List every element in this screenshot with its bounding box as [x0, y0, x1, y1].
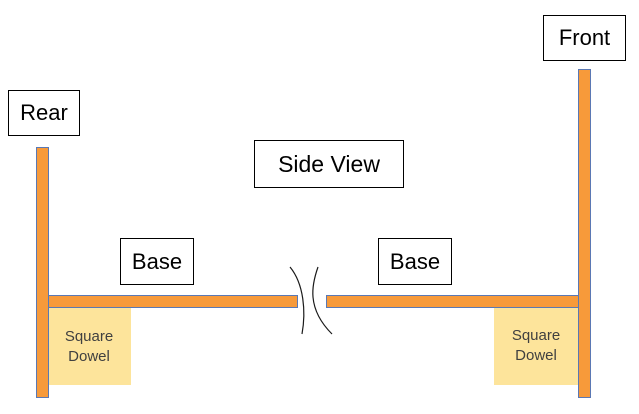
break-symbol: [289, 266, 333, 335]
square-dowel-rear-line1: Square: [64, 327, 114, 345]
front-post: [578, 69, 591, 398]
base-label-right: Base: [378, 238, 452, 285]
base-board-right: [326, 295, 579, 308]
front-label-text: Front: [558, 25, 611, 50]
square-dowel-front: Square Dowel: [494, 306, 578, 385]
break-curve-right: [312, 266, 333, 335]
base-label-left-text: Base: [131, 248, 183, 274]
diagram-title: Side View: [254, 140, 404, 188]
rear-label-text: Rear: [20, 100, 68, 125]
break-curve-left: [289, 266, 305, 335]
square-dowel-rear: Square Dowel: [47, 308, 131, 385]
square-dowel-front-line1: Square: [511, 326, 561, 344]
rear-label: Rear: [8, 90, 80, 136]
base-board-left: [48, 295, 298, 308]
diagram-title-text: Side View: [278, 150, 380, 177]
front-label: Front: [543, 15, 626, 61]
rear-post: [36, 147, 49, 398]
base-label-right-text: Base: [389, 248, 441, 274]
base-label-left: Base: [120, 238, 194, 285]
square-dowel-rear-line2: Dowel: [68, 347, 110, 365]
square-dowel-front-line2: Dowel: [515, 346, 557, 364]
